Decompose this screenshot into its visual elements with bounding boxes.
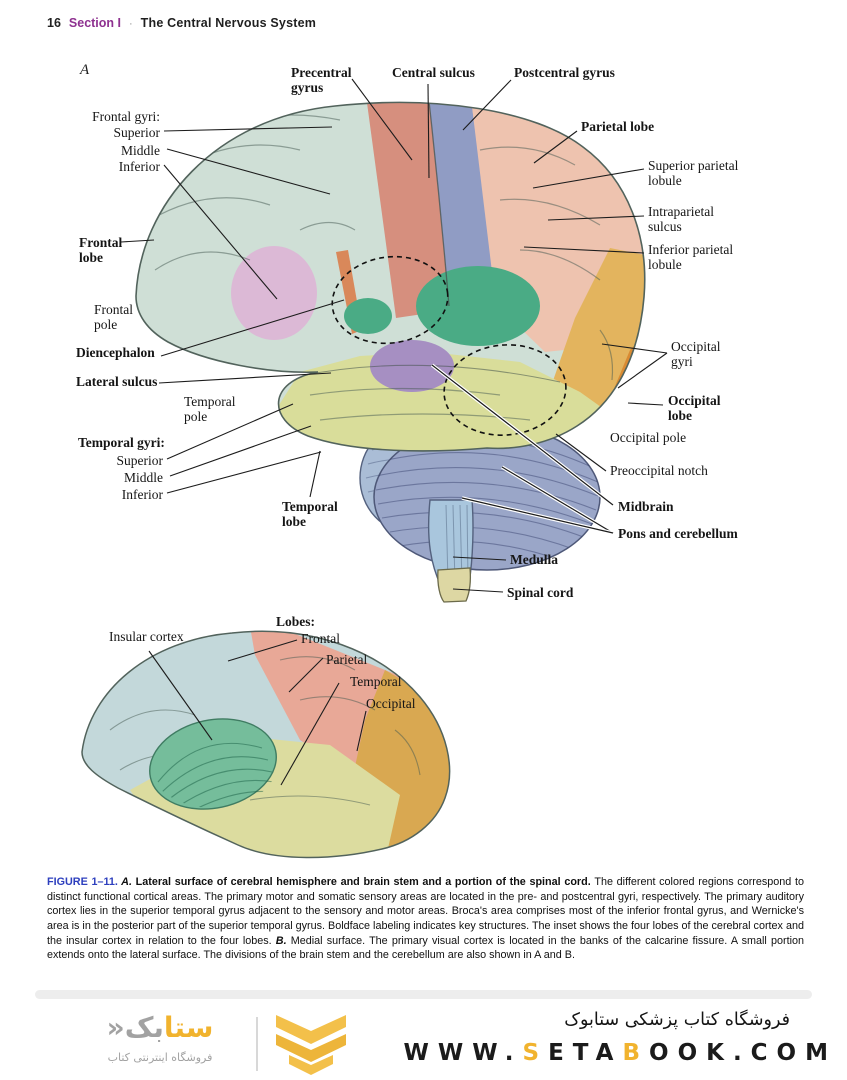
- gyri-texture: [149, 114, 614, 421]
- page-number: 16: [47, 16, 61, 30]
- footer-divider: [35, 990, 812, 999]
- logo-text-secondary: بک: [124, 1011, 164, 1044]
- inset-outline: [81, 630, 451, 859]
- section-label: Section I: [68, 16, 121, 30]
- region-auditory-cortex-purple: [370, 340, 454, 392]
- website-url: WWW.SETABOOK.COM: [404, 1040, 838, 1066]
- region-occipital-pole: [606, 328, 645, 427]
- logo-text-primary: ستا: [163, 1011, 214, 1044]
- label-frontal-lobe: Frontal lobe: [79, 235, 123, 265]
- label-temporal-pole: Temporal pole: [184, 394, 236, 424]
- store-title: فروشگاه کتاب پزشکی ستابوک: [564, 1010, 790, 1030]
- logo-divider: [256, 1017, 258, 1071]
- wernicke-dashed-outline: [443, 344, 567, 436]
- label-preoccipital-notch: Preoccipital notch: [610, 463, 708, 478]
- page-header: 16 Section I · The Central Nervous Syste…: [47, 16, 316, 30]
- caption-figure-number: FIGURE 1–11.: [47, 876, 118, 888]
- central-sulcus-line: [427, 102, 450, 307]
- label-temporal-lobe: Temporal lobe: [282, 499, 338, 529]
- label-frontal-pole: Frontal pole: [94, 302, 133, 332]
- region-medulla: [427, 499, 474, 587]
- label-lobes-heading: Lobes:: [276, 614, 316, 629]
- label-occipital-lobe: Occipital lobe: [668, 393, 721, 423]
- label-medulla: Medulla: [510, 552, 559, 567]
- caption-body-1: The different colored regions correspond…: [47, 876, 804, 947]
- region-postcentral-gyrus: [428, 102, 498, 310]
- label-temporal-gyri-heading: Temporal gyri:: [78, 435, 165, 450]
- region-inferior-frontal-gyrus: [231, 246, 317, 340]
- url-eta: ETA: [548, 1040, 623, 1066]
- label-frontal-gyri-superior: Superior: [113, 125, 161, 140]
- caption-body-2: Medial surface. The primary visual corte…: [47, 934, 804, 962]
- region-auditory-cortex-green: [416, 266, 540, 346]
- caption-b-label: B.: [275, 934, 287, 947]
- region-cerebellum: [373, 423, 601, 571]
- region-midbrain: [403, 417, 461, 467]
- region-broca-green: [344, 298, 392, 334]
- figure-a-brain: [135, 101, 646, 603]
- label-temporal-gyri-middle: Middle: [124, 470, 163, 485]
- label-frontal-gyri-heading: Frontal gyri:: [92, 109, 160, 124]
- panel-letter-a: A: [80, 62, 90, 78]
- inset-temporal: [130, 735, 400, 858]
- label-occipital-gyri: Occipital gyri: [671, 339, 721, 369]
- label-parietal-lobe: Parietal lobe: [581, 119, 655, 134]
- label-central-sulcus: Central sulcus: [392, 65, 475, 80]
- label-lobe-temporal: Temporal: [350, 674, 402, 689]
- label-pons-and-cerebellum: Pons and cerebellum: [618, 526, 738, 541]
- label-occipital-pole: Occipital pole: [610, 430, 687, 445]
- url-b: B: [622, 1040, 650, 1066]
- header-separator: ·: [129, 18, 133, 30]
- label-insular-cortex: Insular cortex: [109, 629, 184, 644]
- label-lobe-frontal: Frontal: [301, 631, 340, 646]
- label-lateral-sulcus: Lateral sulcus: [76, 374, 158, 389]
- label-precentral-gyrus: Precentral gyrus: [291, 65, 352, 95]
- label-temporal-gyri-inferior: Inferior: [121, 487, 163, 502]
- label-diencephalon: Diencephalon: [76, 345, 155, 360]
- label-inferior-parietal-lobule: Inferior parietal lobule: [648, 242, 734, 272]
- region-temporal-lobe: [272, 352, 608, 451]
- caption-intro: Lateral surface of cerebral hemisphere a…: [131, 876, 595, 888]
- label-temporal-gyri-superior: Superior: [116, 453, 164, 468]
- region-precentral-gyrus: [365, 102, 450, 318]
- caption-a-label: A.: [117, 876, 132, 888]
- url-s: S: [522, 1040, 549, 1066]
- label-frontal-gyri-middle: Middle: [121, 143, 160, 158]
- label-intraparietal-sulcus: Intraparietal sulcus: [648, 204, 714, 234]
- setabook-logo: ستابک« فروشگاه اینترنتی کتاب: [75, 1010, 355, 1080]
- leader-lines-cased: [430, 363, 615, 535]
- inset-insula: [149, 718, 277, 810]
- label-lobe-occipital: Occipital: [366, 696, 416, 711]
- region-occipital-lobe: [548, 248, 645, 442]
- label-lobe-parietal: Parietal: [326, 652, 368, 667]
- url-ook: OOK.COM: [649, 1040, 837, 1066]
- chevron-emblem-icon: [276, 1015, 346, 1075]
- logo-guillemet: «: [106, 1011, 125, 1044]
- chapter-title: The Central Nervous System: [140, 16, 317, 30]
- lateral-sulcus-line: [299, 364, 561, 383]
- broca-dashed-outline: [331, 255, 449, 345]
- label-superior-parietal-lobule: Superior parietal lobule: [648, 158, 739, 188]
- label-postcentral-gyrus: Postcentral gyrus: [514, 65, 615, 80]
- inset-parietal: [248, 631, 450, 800]
- figure-caption: FIGURE 1–11. A. Lateral surface of cereb…: [47, 875, 804, 963]
- region-pons: [359, 422, 465, 534]
- logo-wordmark: ستابک«: [75, 1010, 245, 1045]
- label-frontal-gyri-inferior: Inferior: [118, 159, 160, 174]
- region-spinal-cord: [437, 567, 472, 603]
- url-www: WWW.: [403, 1040, 523, 1066]
- label-midbrain: Midbrain: [618, 499, 674, 514]
- region-precentral-sliver: [336, 250, 362, 334]
- logo-subtitle: فروشگاه اینترنتی کتاب: [107, 1051, 213, 1064]
- label-spinal-cord: Spinal cord: [507, 585, 574, 600]
